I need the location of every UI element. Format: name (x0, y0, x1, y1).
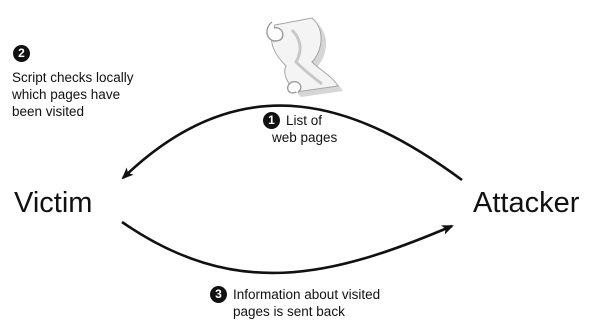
step-2-line-3: been visited (12, 104, 85, 119)
step-2-line-1: Script checks locally (12, 70, 134, 85)
arrow-attacker-to-victim (121, 104, 463, 182)
step-2-annotation: 2 Script checks locally which pages have… (12, 45, 222, 120)
step-1-annotation: 1 List of web pages (263, 112, 403, 146)
step-3-annotation: 3 Information about visited pages is sent… (210, 286, 470, 320)
step-2-line-2: which pages have (12, 87, 121, 102)
step-1-line-1: List of (286, 113, 323, 128)
victim-label: Victim (14, 187, 93, 219)
arrow-victim-to-attacker (121, 220, 454, 275)
step-3-line-1: Information about visited (233, 287, 381, 302)
step-1-marker: 1 (263, 112, 280, 129)
step-3-line-2: pages is sent back (233, 304, 345, 319)
step-2-marker: 2 (13, 45, 30, 62)
script-scroll-icon (266, 17, 343, 97)
step-1-line-2: web pages (272, 130, 338, 145)
attacker-label: Attacker (473, 187, 580, 219)
step-3-marker: 3 (210, 286, 227, 303)
